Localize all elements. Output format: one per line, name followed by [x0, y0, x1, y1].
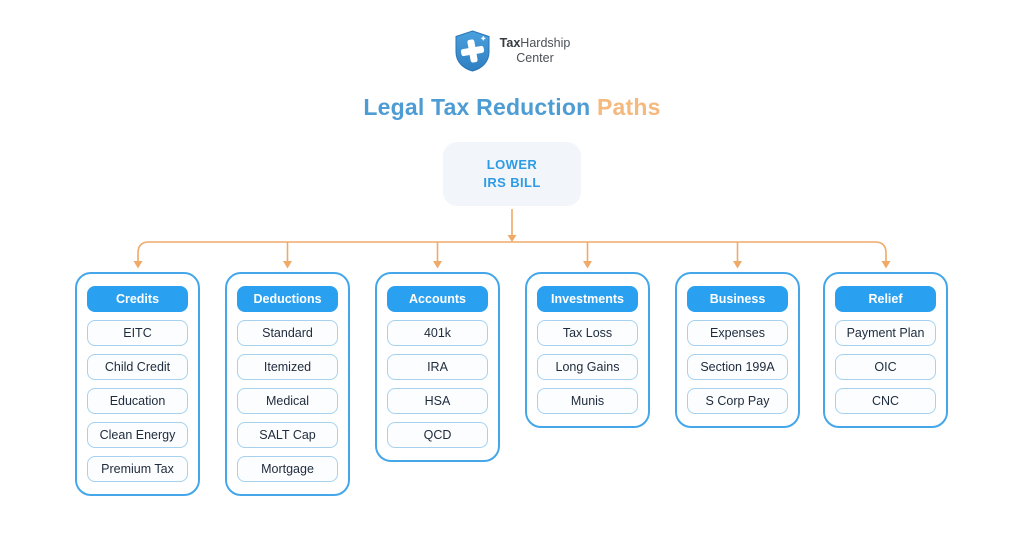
column-item: Section 199A	[687, 354, 788, 380]
brand-name: TaxHardship Center	[500, 36, 571, 66]
column-item: Payment Plan	[835, 320, 936, 346]
page-title-main: Legal Tax Reduction	[363, 94, 591, 120]
column-item: Long Gains	[537, 354, 638, 380]
column-item: Mortgage	[237, 456, 338, 482]
column-item: QCD	[387, 422, 488, 448]
column-item: Medical	[237, 388, 338, 414]
shield-cross-icon	[455, 30, 490, 72]
column-item: Education	[87, 388, 188, 414]
column-header-deductions: Deductions	[237, 286, 338, 312]
branch-column-credits: Credits EITC Child Credit Education Clea…	[75, 272, 200, 496]
branch-column-business: Business Expenses Section 199A S Corp Pa…	[675, 272, 800, 428]
column-item: Munis	[537, 388, 638, 414]
column-item: Child Credit	[87, 354, 188, 380]
column-item: IRA	[387, 354, 488, 380]
column-item: Clean Energy	[87, 422, 188, 448]
column-item: S Corp Pay	[687, 388, 788, 414]
column-header-accounts: Accounts	[387, 286, 488, 312]
brand-name-line1: TaxHardship	[500, 36, 571, 51]
column-header-credits: Credits	[87, 286, 188, 312]
root-node-line1: LOWER	[486, 157, 538, 172]
branch-column-deductions: Deductions Standard Itemized Medical SAL…	[225, 272, 350, 496]
branch-column-accounts: Accounts 401k IRA HSA QCD	[375, 272, 500, 462]
column-item: Expenses	[687, 320, 788, 346]
column-header-business: Business	[687, 286, 788, 312]
column-item: SALT Cap	[237, 422, 338, 448]
brand-header: TaxHardship Center	[0, 30, 1024, 72]
root-node-line2: IRS BILL	[483, 175, 541, 190]
column-item: Standard	[237, 320, 338, 346]
column-item: OIC	[835, 354, 936, 380]
root-node: LOWER IRS BILL	[443, 142, 581, 206]
page-title: Legal Tax Reduction Paths	[0, 94, 1024, 121]
column-item: EITC	[87, 320, 188, 346]
column-item: Itemized	[237, 354, 338, 380]
column-item: 401k	[387, 320, 488, 346]
column-item: HSA	[387, 388, 488, 414]
brand-name-line2: Center	[516, 51, 554, 65]
brand-name-rest: Hardship	[520, 36, 571, 50]
column-item: Tax Loss	[537, 320, 638, 346]
column-item: CNC	[835, 388, 936, 414]
branch-column-relief: Relief Payment Plan OIC CNC	[823, 272, 948, 428]
branch-column-investments: Investments Tax Loss Long Gains Munis	[525, 272, 650, 428]
column-header-investments: Investments	[537, 286, 638, 312]
column-header-relief: Relief	[835, 286, 936, 312]
column-item: Premium Tax	[87, 456, 188, 482]
brand-name-bold: Tax	[499, 36, 521, 50]
page-title-accent: Paths	[596, 94, 661, 120]
